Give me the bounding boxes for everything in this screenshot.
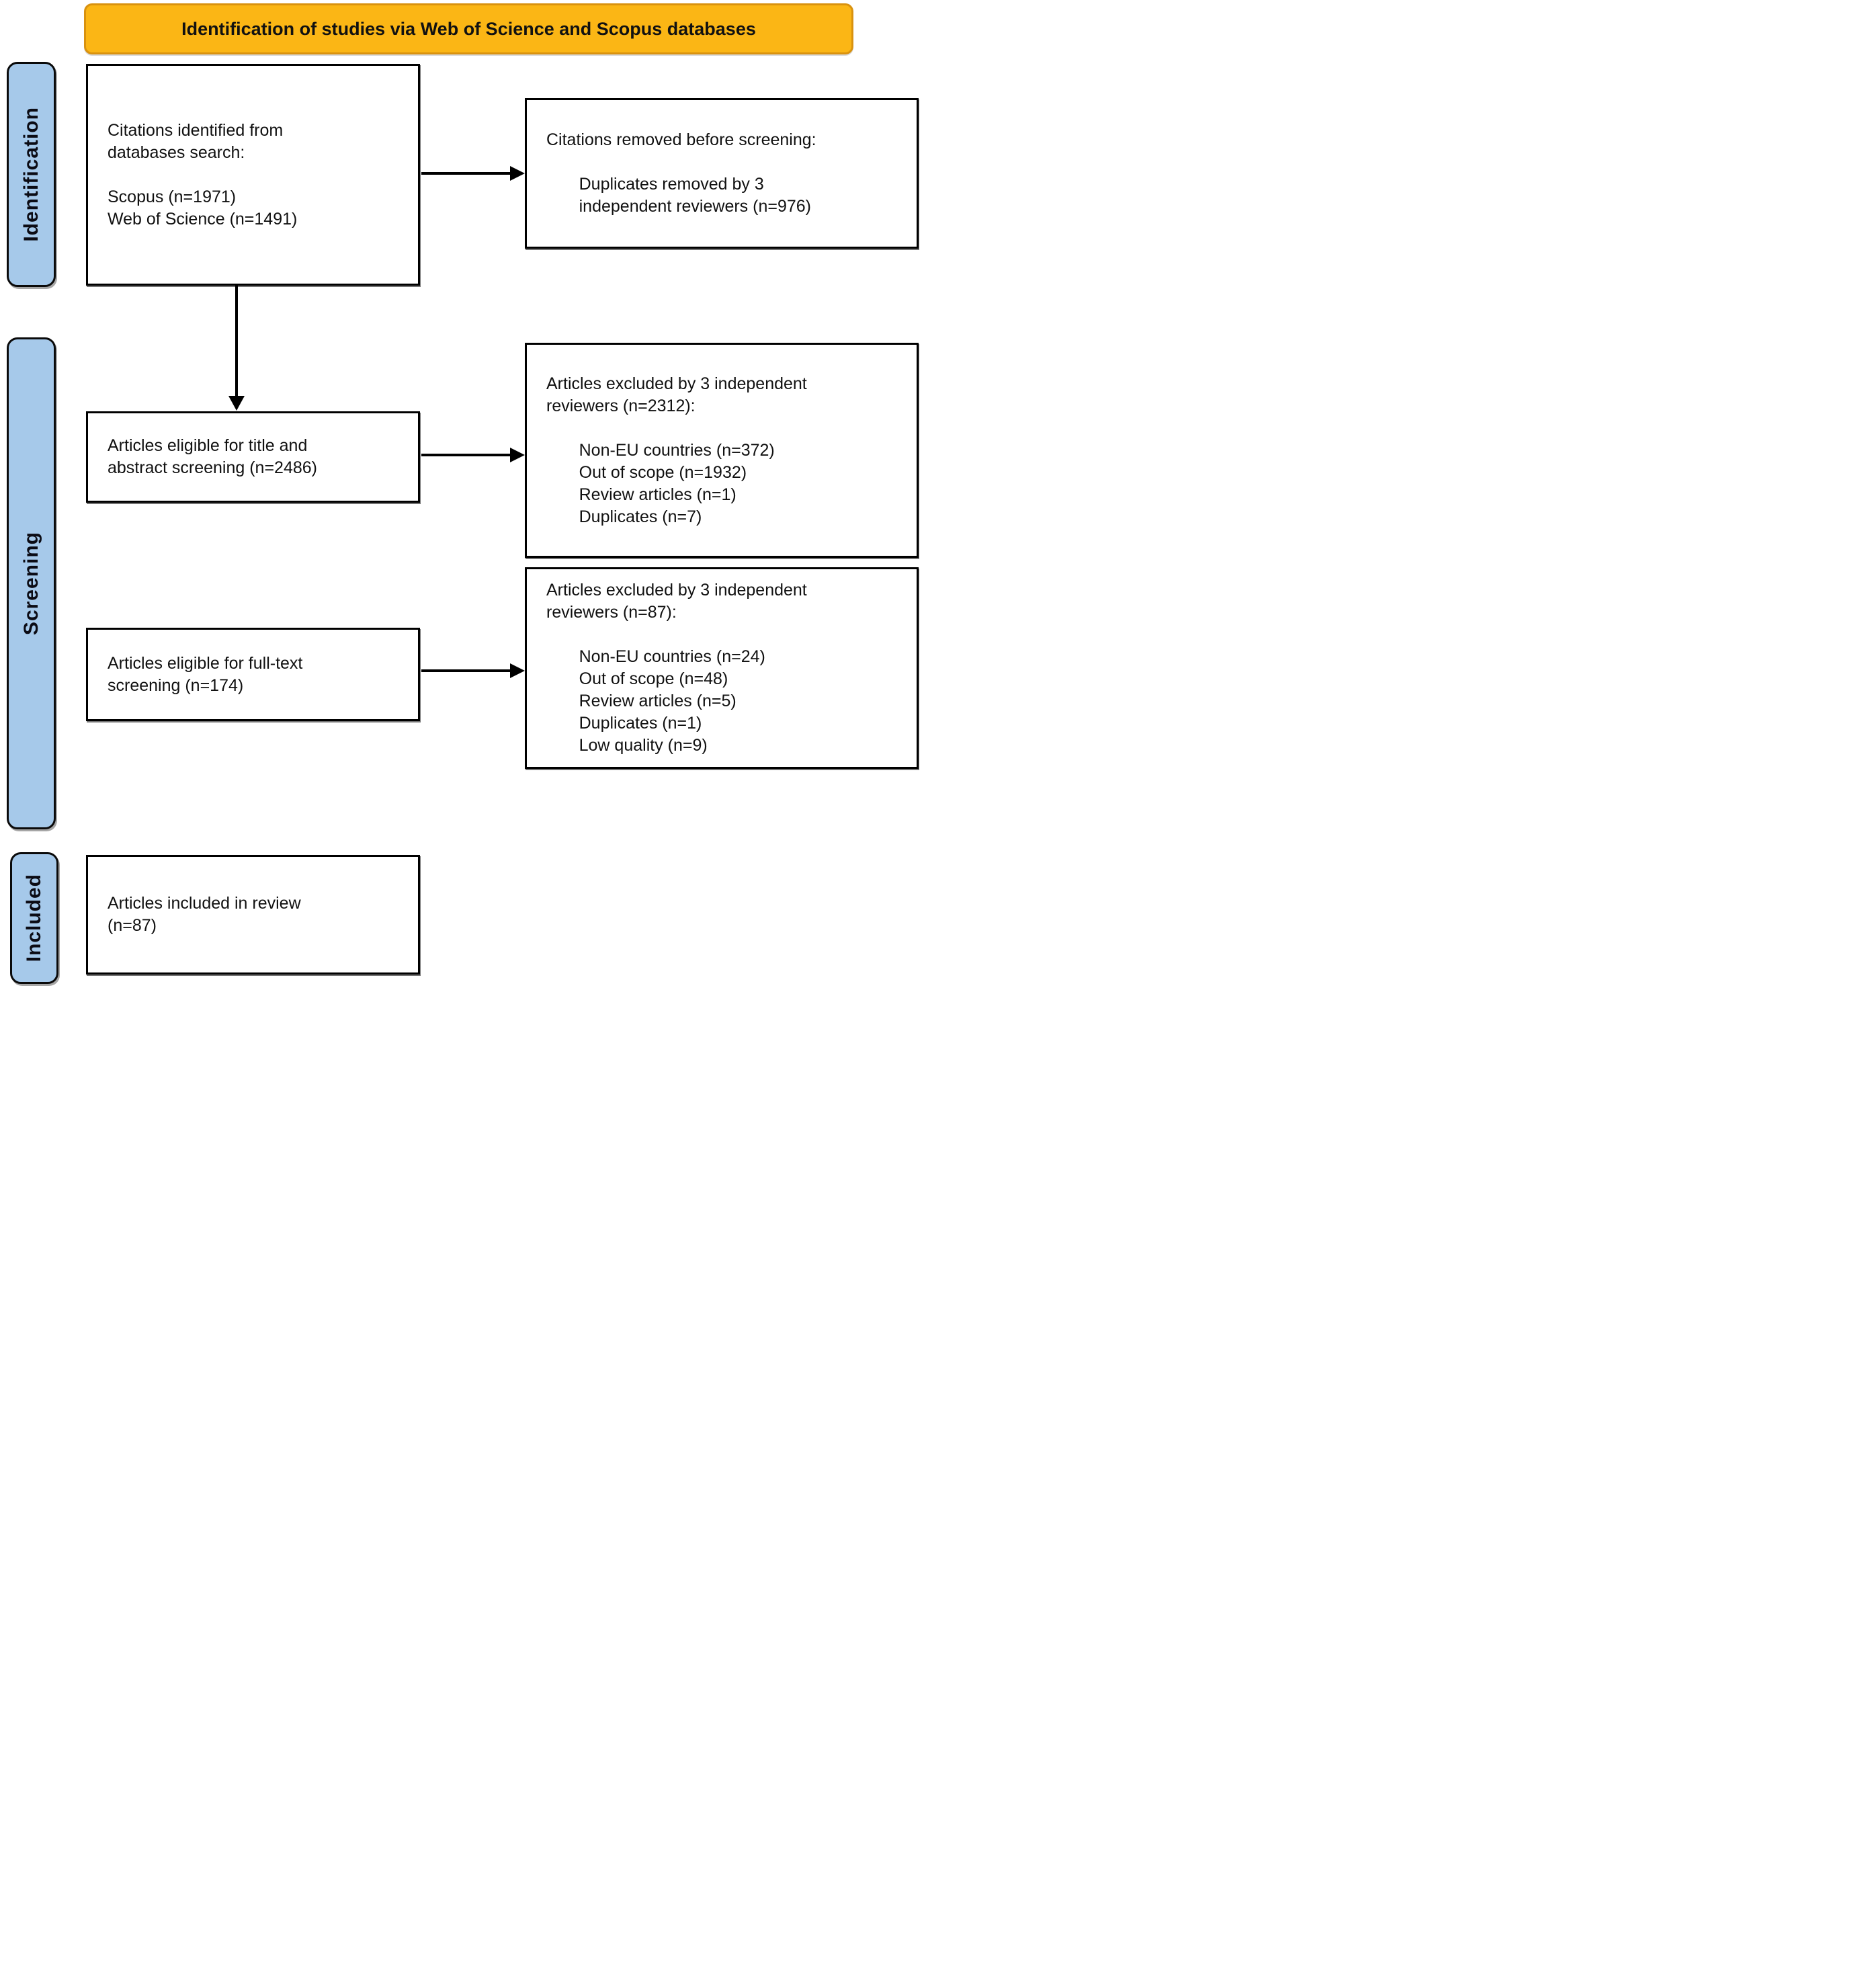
box-full-text-screening-text: Articles eligible for full-text screenin… [108,653,303,695]
arrow-title-abstract-to-excluded-head [510,448,525,462]
box-excluded-full-text-text: Articles excluded by 3 independent revie… [546,581,807,755]
stage-label-screening: Screening [7,337,56,829]
stage-label-screening-text: Screening [19,531,42,636]
arrow-citations-to-title-abstract-head [228,396,245,411]
box-included-in-review: Articles included in review (n=87) [86,855,420,975]
stage-label-included-text: Included [23,874,45,962]
box-excluded-title-abstract-text: Articles excluded by 3 independent revie… [546,374,807,526]
box-citations-identified: Citations identified from databases sear… [86,64,420,286]
arrow-citations-to-removed-head [510,166,525,181]
stage-label-identification-text: Identification [19,107,42,242]
box-citations-removed-text: Citations removed before screening: Dupl… [546,130,816,216]
box-excluded-title-abstract: Articles excluded by 3 independent revie… [525,343,919,558]
stage-label-identification: Identification [7,62,56,287]
arrow-citations-to-title-abstract-shaft [235,286,238,397]
arrow-title-abstract-to-excluded-shaft [421,454,511,456]
box-citations-identified-text: Citations identified from databases sear… [108,120,298,229]
box-citations-removed: Citations removed before screening: Dupl… [525,98,919,249]
arrow-citations-to-removed-shaft [421,172,511,175]
box-title-abstract-screening: Articles eligible for title and abstract… [86,411,420,503]
box-included-in-review-text: Articles included in review (n=87) [108,894,301,935]
arrow-full-text-to-excluded-shaft [421,669,511,672]
box-full-text-screening: Articles eligible for full-text screenin… [86,628,420,721]
stage-label-included: Included [10,852,58,984]
box-title-abstract-screening-text: Articles eligible for title and abstract… [108,436,317,477]
box-excluded-full-text: Articles excluded by 3 independent revie… [525,567,919,769]
arrow-full-text-to-excluded-head [510,663,525,678]
prisma-flow-diagram: Identification of studies via Web of Sci… [0,0,926,994]
banner-title: Identification of studies via Web of Sci… [84,3,853,54]
